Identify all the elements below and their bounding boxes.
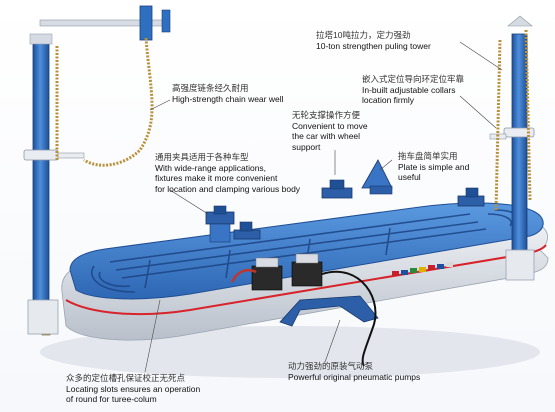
annotation-zh: 高强度链条经久耐用	[172, 83, 249, 93]
annotation-en-line-1: Plate is simple and	[398, 161, 470, 172]
annotation-en-line-2: the car with wheel	[292, 131, 361, 141]
platform-deck	[69, 202, 544, 300]
annotation-zh: 拖车盘简单实用	[398, 151, 458, 161]
pump-hose-red	[230, 268, 257, 283]
floor-shadow	[40, 326, 540, 378]
annotation-en-line-2: of round for turee-colum	[66, 394, 157, 404]
leader-lines	[144, 41, 503, 373]
annotation-pump: 动力强劲的原装气动泵 Powerful original pneumatic p…	[288, 361, 420, 382]
annotation-en-line-2: fixtures make it more convenient	[155, 173, 278, 183]
annotation-en: 10-ton strengthen puling tower	[316, 40, 431, 51]
clamp-fixture-center	[321, 179, 353, 199]
annotation-zh: 通用夹具适用于各种车型	[155, 152, 249, 162]
left-pulling-tower	[23, 5, 171, 335]
annotation-en-line-1: In-built adjustable collars	[362, 84, 456, 95]
annotation-tower-force: 拉塔10吨拉力，定力强劲 10-ton strengthen puling to…	[316, 30, 431, 51]
lift-stand	[279, 295, 379, 327]
wheel-support	[369, 185, 393, 195]
annotation-en-line-3: support	[292, 141, 321, 152]
annotation-zh: 无轮支撑操作方便	[292, 110, 361, 120]
annotation-collars: 嵌入式定位导向环定位牢靠 In-built adjustable collars…	[362, 74, 464, 106]
clamp-fixture-left	[205, 205, 235, 243]
annotation-en-line-1: Convenient to move	[292, 120, 368, 131]
annotation-en-line-1: With wide-range applications,	[155, 162, 267, 173]
annotation-en-line-1: Locating slots ensures an operation	[66, 383, 201, 394]
annotation-no-wheel: 无轮支撑操作方便 Convenient to move the car with…	[292, 110, 368, 152]
right-chain-left	[494, 39, 502, 211]
annotation-zh: 动力强劲的原装气动泵	[288, 361, 374, 371]
annotation-en: Powerful original pneumatic pumps	[288, 371, 421, 382]
pneumatic-pump-1	[251, 257, 283, 291]
annotation-en-line-2: location firmly	[362, 95, 414, 105]
annotation-en: High-strength chain wear well	[172, 93, 284, 104]
annotation-slots: 众多的定位槽孔保证校正无死点 Locating slots ensures an…	[66, 373, 200, 405]
red-stripe	[65, 244, 547, 316]
right-pulling-tower	[489, 15, 535, 281]
trailer-plate	[361, 159, 393, 189]
annotation-zh: 拉塔10吨拉力，定力强劲	[316, 30, 411, 40]
clamp-fixture-front	[233, 221, 261, 240]
right-chain-right	[524, 29, 532, 201]
annotation-en-line-3: for location and clamping various body	[155, 183, 301, 194]
pump-hose-black	[321, 270, 377, 367]
annotation-clamps: 通用夹具适用于各种车型 With wide-range applications…	[155, 152, 300, 194]
flag-stickers	[392, 262, 453, 276]
annotation-en-line-2: useful	[398, 172, 421, 182]
annotation-zh: 嵌入式定位导向环定位牢靠	[362, 74, 465, 84]
annotation-zh: 众多的定位槽孔保证校正无死点	[66, 373, 186, 383]
annotation-chain: 高强度链条经久耐用 High-strength chain wear well	[172, 83, 284, 104]
annotation-plate: 拖车盘简单实用 Plate is simple and useful	[398, 151, 469, 183]
left-chain-arc	[83, 37, 154, 167]
pneumatic-pump-2	[291, 253, 323, 287]
clamp-fixture-right	[457, 187, 485, 207]
